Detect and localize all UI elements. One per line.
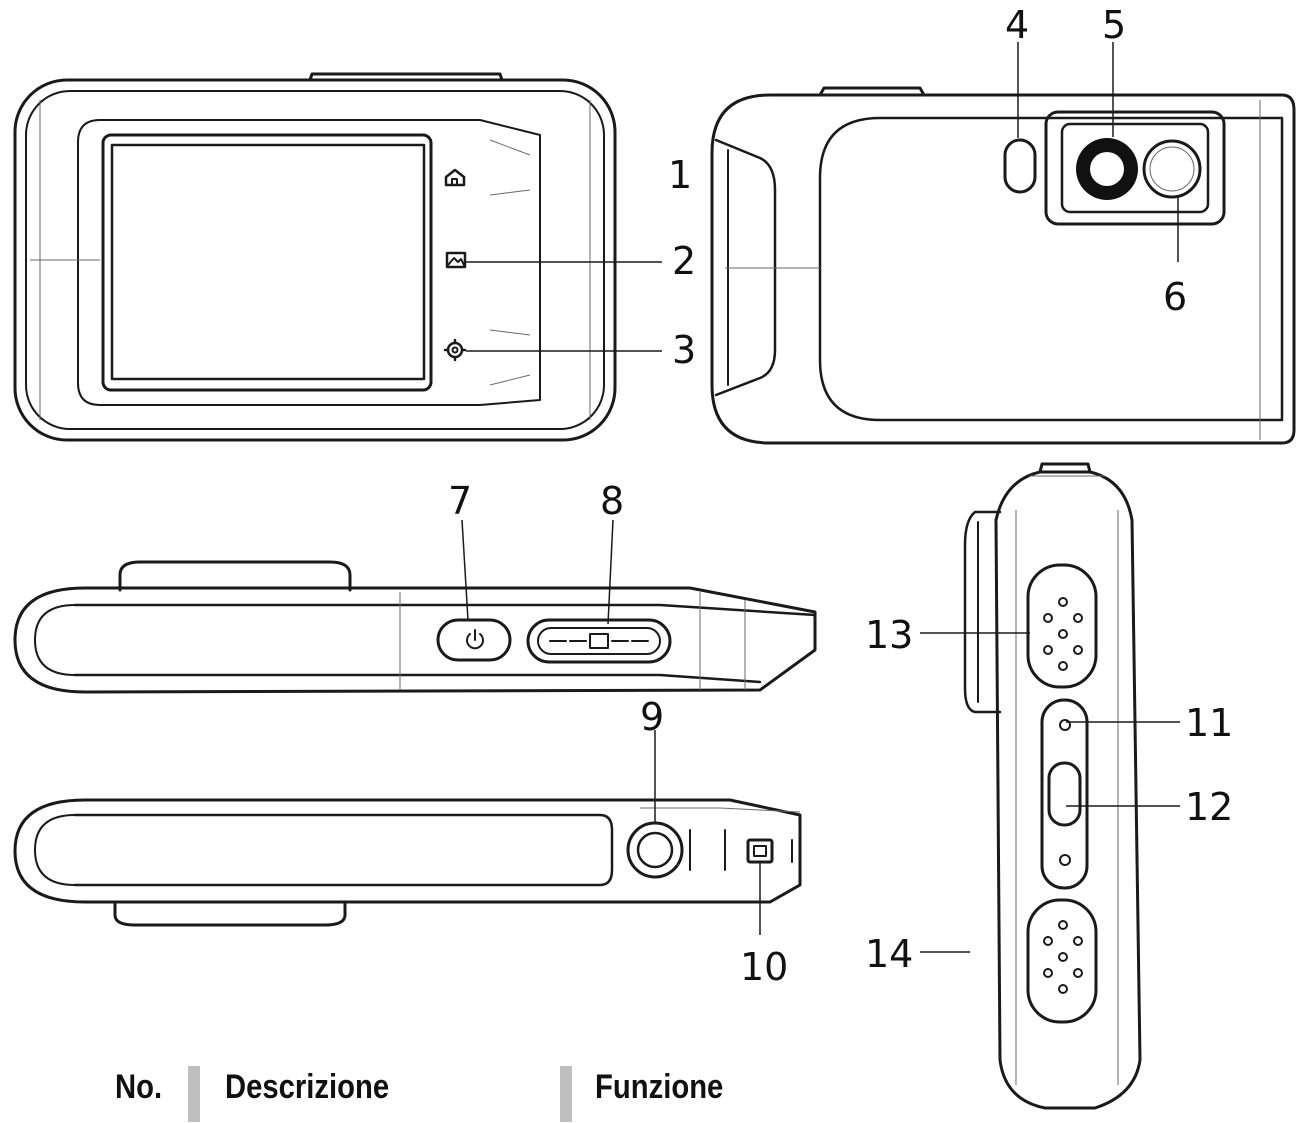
- speaker-holes-bottom: [1043, 920, 1083, 994]
- visual-camera: [1142, 139, 1202, 199]
- top-edge-body: [13, 586, 817, 694]
- callout-12: 12: [1185, 785, 1233, 829]
- callout-4: 4: [1005, 3, 1029, 47]
- speaker-grille-bottom: [1026, 898, 1098, 1024]
- front-screen: [101, 133, 433, 392]
- header-function: Funzione: [595, 1068, 724, 1106]
- header-no: No.: [115, 1068, 163, 1106]
- speaker-holes-top: [1043, 597, 1083, 671]
- callout-5: 5: [1102, 3, 1126, 47]
- callout-14: 14: [865, 932, 913, 976]
- front-view: [13, 72, 662, 442]
- power-icon: [466, 629, 484, 650]
- bottom-edge-body: [13, 798, 802, 904]
- home-icon: [444, 168, 466, 187]
- settings-gear-icon: [443, 338, 467, 362]
- image-gallery-icon: [445, 251, 467, 269]
- card-slot-cover[interactable]: [1040, 698, 1089, 890]
- flashlight: [1003, 138, 1037, 194]
- callout-7: 7: [448, 479, 472, 523]
- callout-1: 1: [668, 153, 692, 197]
- front-body: [13, 78, 617, 442]
- header-description: Descrizione: [225, 1068, 390, 1106]
- callout-13: 13: [865, 613, 913, 657]
- callout-10: 10: [740, 945, 788, 989]
- callout-2: 2: [672, 239, 696, 283]
- trigger-grip-pattern: [549, 633, 649, 649]
- back-view: [710, 42, 1296, 445]
- tripod-mount: [626, 821, 684, 879]
- header-divider: [560, 1066, 572, 1122]
- speaker-grille-top: [1026, 563, 1098, 689]
- power-button[interactable]: [436, 618, 512, 662]
- lens-module: [1044, 110, 1226, 226]
- callout-8: 8: [600, 479, 624, 523]
- back-body: [710, 93, 1296, 445]
- bottom-edge-view: [13, 730, 802, 935]
- side-view: [920, 462, 1180, 1110]
- callout-6: 6: [1163, 275, 1187, 319]
- side-body: [994, 470, 1142, 1110]
- callout-9: 9: [640, 695, 664, 739]
- top-edge-view: [13, 519, 817, 694]
- capture-trigger-button[interactable]: [526, 618, 672, 664]
- header-divider: [188, 1066, 200, 1122]
- callout-11: 11: [1185, 701, 1233, 745]
- callout-3: 3: [672, 328, 696, 372]
- usb-port: [746, 838, 774, 864]
- card-slot-latch[interactable]: [1047, 761, 1082, 827]
